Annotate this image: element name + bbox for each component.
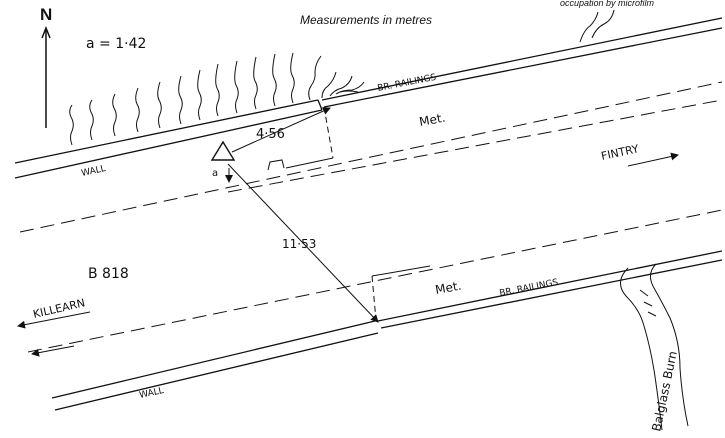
road-edge-north (19, 81, 723, 233)
measure-line-south (227, 163, 379, 323)
stream-name: Balglass Burn (649, 350, 680, 433)
road-number: B 818 (88, 266, 129, 282)
measure-line-north (231, 107, 331, 153)
corner-note: occupation by microfilm (560, 0, 655, 8)
north-railings (321, 17, 723, 108)
fintry-label: FINTRY (600, 142, 640, 163)
north-wall-label: WALL (81, 164, 107, 179)
fintry-arrow-icon (627, 152, 679, 167)
road-edge-south (27, 209, 723, 353)
station-label: a (212, 168, 218, 179)
offset-north (323, 106, 334, 159)
station-marker-icon (210, 140, 236, 161)
south-railings-label: BR. RAILINGS (499, 278, 560, 299)
south-wall-label: WALL (139, 386, 165, 401)
road-edge-notch (267, 159, 285, 171)
measure-north-value: 4·56 (256, 127, 285, 142)
north-wall (14, 99, 323, 179)
note-a: a = 1·42 (86, 36, 146, 52)
met-label-south: Met. (434, 279, 462, 297)
south-railings (377, 250, 723, 329)
south-wall (51, 320, 379, 411)
offset-south-base (371, 265, 431, 277)
hedge-scribbles (69, 9, 615, 146)
met-label-north: Met. (418, 111, 446, 129)
offset-south (371, 275, 377, 321)
killearn-label: KILLEARN (32, 296, 87, 321)
measure-south-value: 11·53 (282, 237, 316, 251)
killearn-arrow-lower-icon (31, 345, 75, 357)
north-label: N (40, 5, 52, 24)
killearn-arrow-icon (17, 311, 91, 329)
north-arrow-icon (41, 25, 51, 128)
offset-north-base (285, 157, 334, 169)
map-title: Measurements in metres (300, 13, 432, 27)
burn-stream (620, 263, 689, 431)
